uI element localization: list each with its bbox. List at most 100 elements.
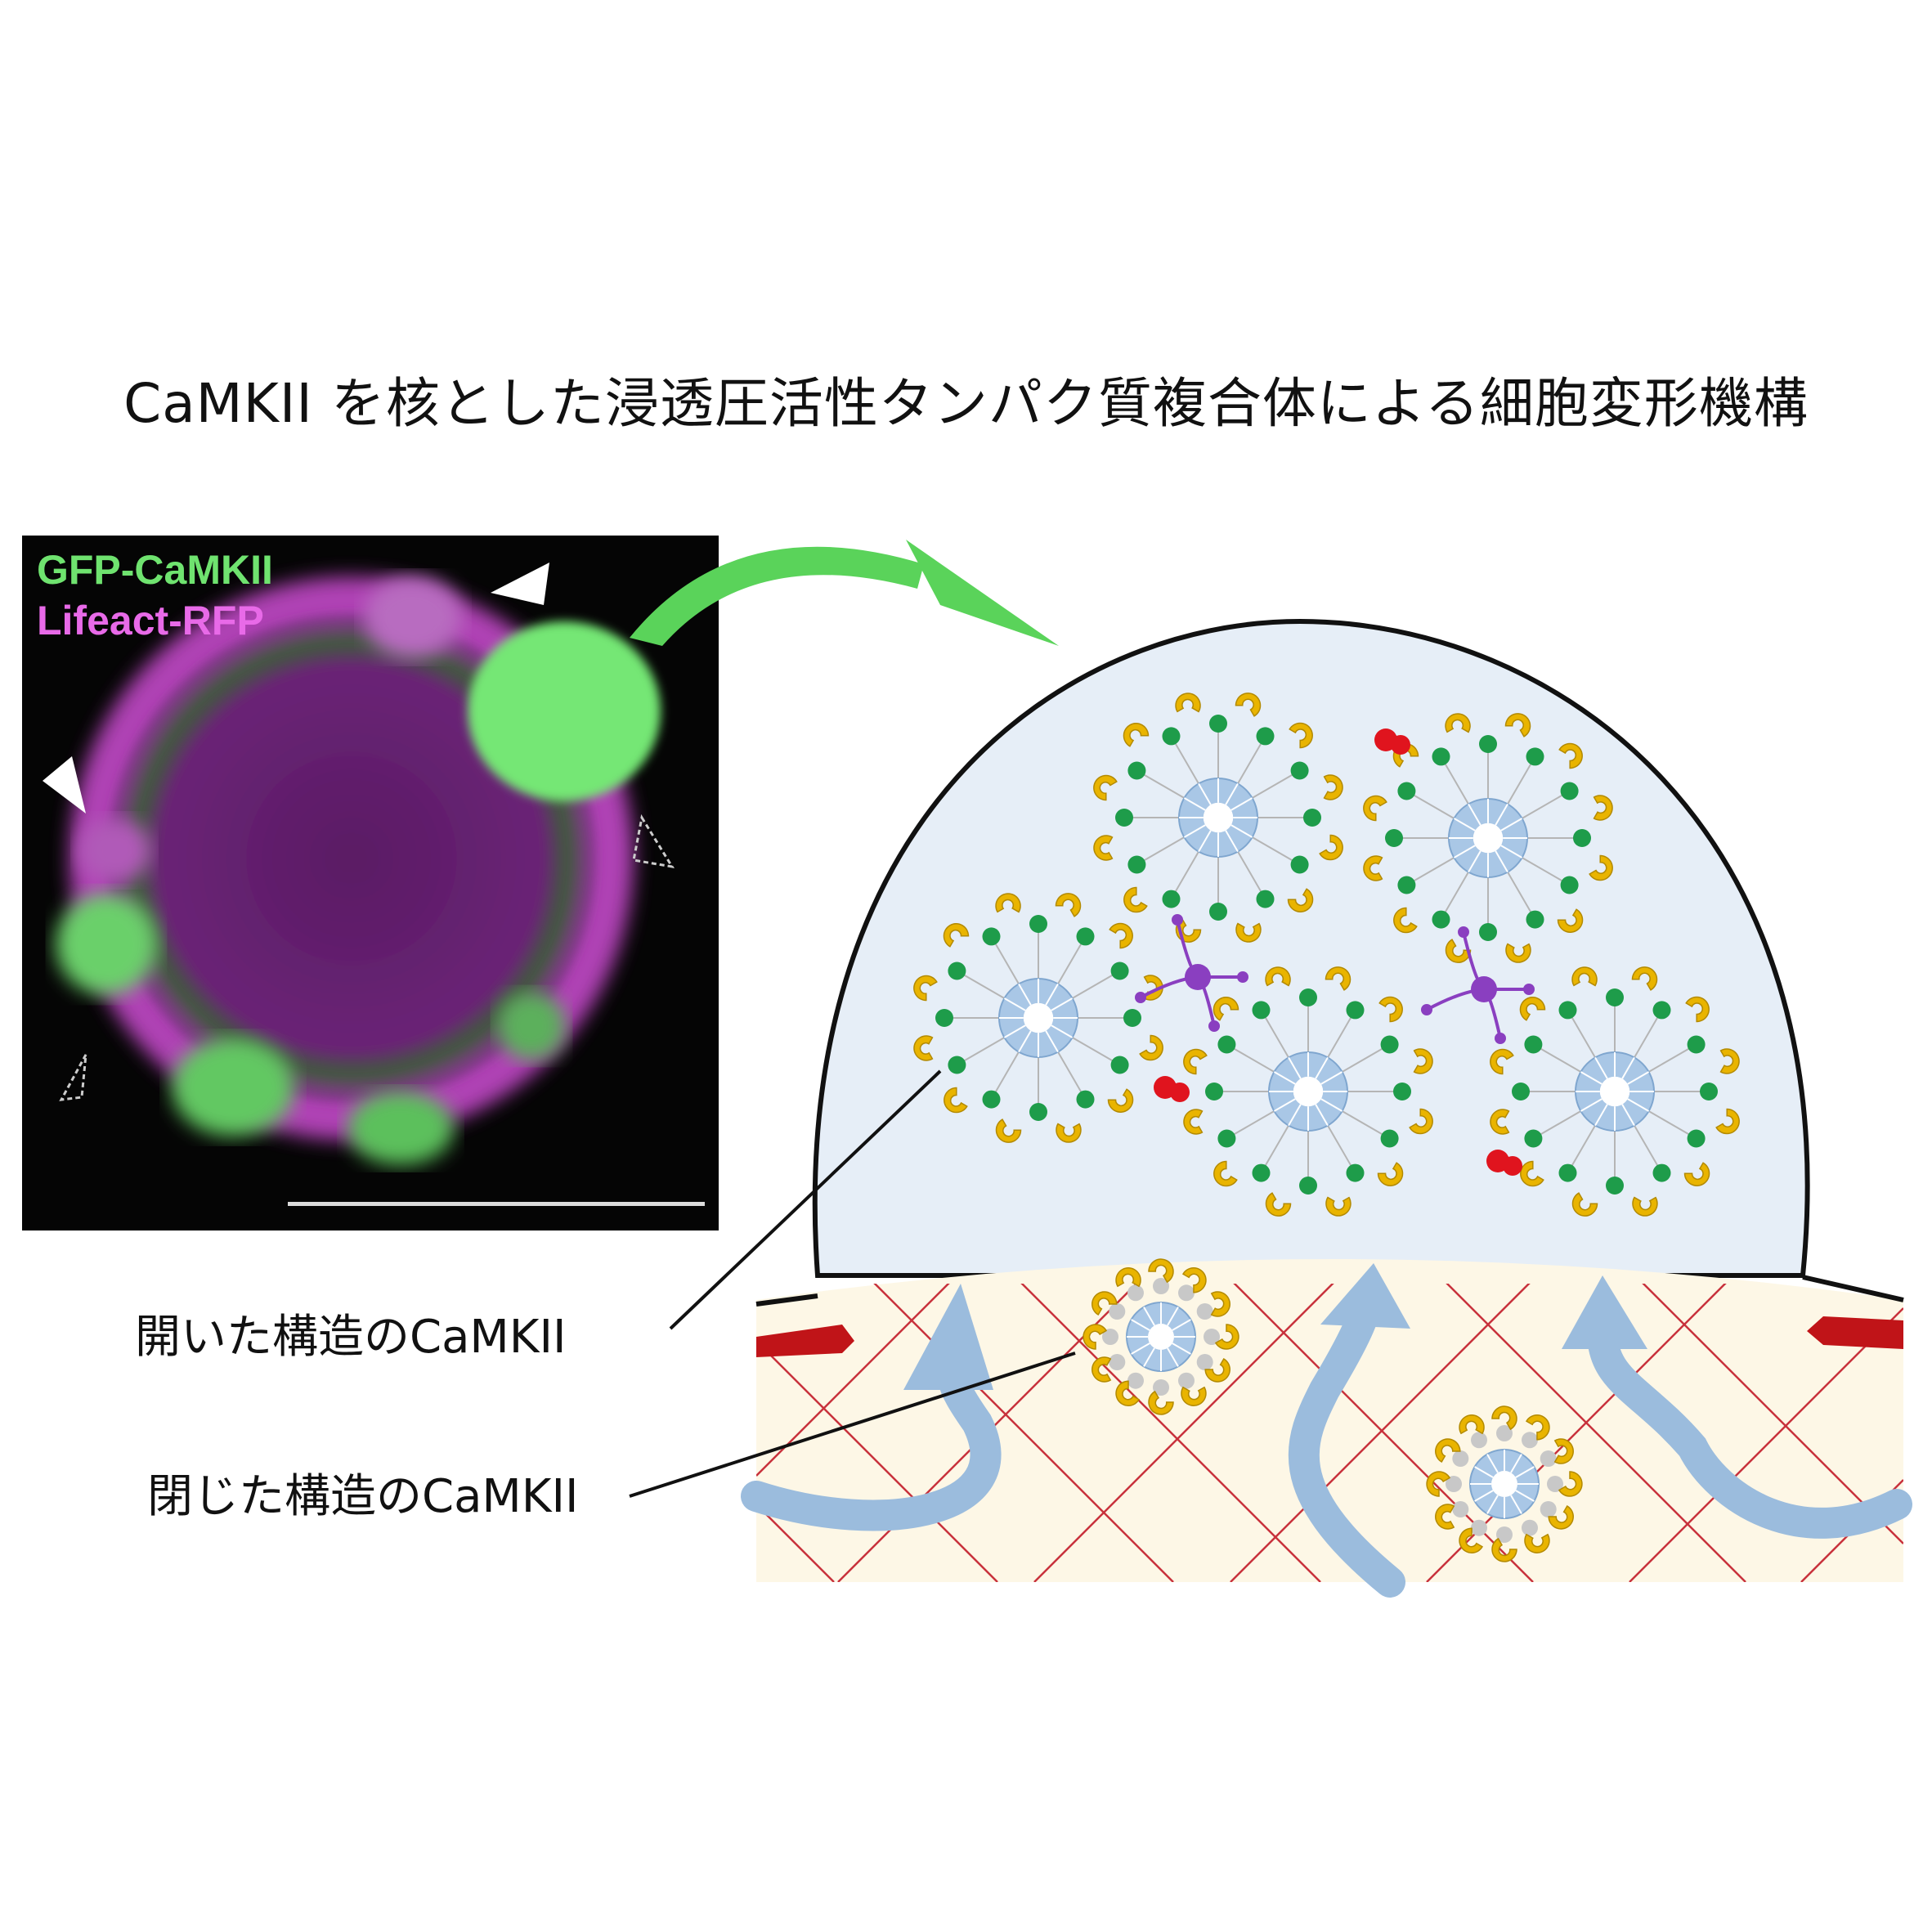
kinase-domain xyxy=(1107,1088,1134,1113)
green-bleb-left xyxy=(56,894,157,995)
kinase-domain xyxy=(1413,1048,1433,1074)
kinase-domain xyxy=(1148,1390,1174,1415)
kinase-domain xyxy=(1115,1267,1141,1288)
kinase-domain xyxy=(1323,774,1343,800)
fluorescence-micrograph xyxy=(22,536,719,1230)
calmodulin xyxy=(948,962,966,980)
kinase-domain xyxy=(1204,1357,1230,1383)
kinase-domain xyxy=(1123,723,1150,747)
calmodulin xyxy=(982,927,1001,946)
callout-closed-camkii: 閉じた構造のCaMKII xyxy=(147,1470,579,1523)
calmodulin xyxy=(1209,715,1227,733)
kinase-domain xyxy=(1378,996,1403,1023)
calmodulin xyxy=(1385,829,1403,847)
red-protein-3 xyxy=(1486,1150,1522,1176)
water-flow-arrowheads xyxy=(903,1263,1647,1390)
kinase-domain xyxy=(1139,1034,1163,1061)
leader-line-open xyxy=(669,1069,942,1330)
calmodulin xyxy=(1252,1001,1271,1020)
calmodulin xyxy=(1687,1129,1706,1148)
calmodulin xyxy=(1393,1083,1411,1100)
kinase-domain xyxy=(1524,1533,1550,1553)
kinase-domain xyxy=(1504,713,1531,737)
kinase-domain xyxy=(1115,1380,1141,1406)
calmodulin xyxy=(1652,1001,1671,1020)
calmodulin xyxy=(1123,1009,1141,1027)
kinase-domain xyxy=(1287,888,1314,912)
kinase-domain xyxy=(1490,1109,1510,1135)
kinase-domain xyxy=(1181,1267,1207,1293)
kinase-domain xyxy=(1685,996,1710,1023)
red-anchor-right xyxy=(1807,1316,1903,1349)
kinase-domain xyxy=(1505,943,1531,963)
kinase-domain xyxy=(1393,907,1418,934)
kinase-domain xyxy=(1214,1324,1239,1350)
calmodulin xyxy=(1256,890,1275,908)
kinase-domain xyxy=(1459,1414,1485,1435)
calmodulin xyxy=(1479,923,1497,941)
kinase-domain xyxy=(1148,1258,1174,1284)
kinase-domain xyxy=(1056,1123,1082,1143)
calmodulin xyxy=(1303,809,1321,827)
kinase-domain xyxy=(995,1118,1022,1143)
kinase-domain xyxy=(1183,1109,1204,1135)
open-camkii-5 xyxy=(1490,966,1740,1217)
calmodulin xyxy=(1110,1056,1129,1074)
calmodulin xyxy=(1432,910,1450,929)
kinase-domain xyxy=(1571,1192,1598,1217)
hub-center xyxy=(1148,1324,1174,1350)
calmodulin xyxy=(1209,903,1227,921)
calmodulin xyxy=(1346,1163,1365,1182)
kinase-domain xyxy=(1632,1196,1658,1217)
linker-2 xyxy=(1421,926,1535,1044)
kinase-domain xyxy=(1319,834,1343,861)
kinase-domain xyxy=(1435,1504,1455,1530)
kinase-domain xyxy=(1459,1527,1484,1553)
green-bleb-bottom-left xyxy=(172,1038,294,1136)
kinase-domain xyxy=(1589,854,1613,881)
kinase-domain xyxy=(1719,1048,1740,1074)
calmodulin xyxy=(1380,1129,1399,1148)
calmodulin xyxy=(1606,1177,1624,1195)
callout-open-camkii: 開いた構造のCaMKII xyxy=(135,1311,567,1364)
kinase-domain xyxy=(1213,997,1239,1021)
calmodulin xyxy=(1205,1083,1223,1100)
small-bleb-top xyxy=(364,576,462,658)
scale-bar xyxy=(288,1202,705,1206)
kinase-domain xyxy=(1548,1504,1574,1530)
kinase-domain xyxy=(1175,693,1201,713)
kinase-domain xyxy=(1435,1438,1461,1464)
calmodulin xyxy=(1076,927,1095,946)
arrowhead-open-right xyxy=(632,814,675,869)
open-camkii-4 xyxy=(1183,966,1433,1217)
calmodulin xyxy=(1029,1103,1047,1121)
kinase-domain xyxy=(944,1087,968,1114)
calmodulin xyxy=(1076,1090,1095,1109)
calmodulin xyxy=(1432,747,1450,766)
kinase-domain xyxy=(995,893,1021,913)
channel-label-green-text: GFP-CaMKII xyxy=(37,547,273,593)
hub-center xyxy=(1293,1076,1324,1107)
kinase-domain xyxy=(1525,1414,1550,1441)
calmodulin xyxy=(1606,988,1624,1006)
calmodulin xyxy=(1127,855,1146,874)
kinase-domain xyxy=(1083,1324,1108,1350)
calmodulin xyxy=(1526,747,1544,766)
kinase-domain xyxy=(1491,1537,1517,1562)
calmodulin xyxy=(1560,782,1579,800)
channel-label-green: GFP-CaMKII xyxy=(37,546,273,594)
closed-camkii-2 xyxy=(1426,1405,1583,1562)
bleb-membrane xyxy=(812,618,1810,1278)
small-bleb-left xyxy=(78,818,151,883)
calmodulin xyxy=(1217,1129,1236,1148)
calmodulin xyxy=(1290,761,1309,780)
kinase-domain xyxy=(1363,855,1383,881)
calmodulin xyxy=(948,1056,966,1074)
calmodulin xyxy=(1479,735,1497,753)
kinase-domain xyxy=(1571,966,1598,987)
calmodulin xyxy=(1162,727,1181,746)
linker-1 xyxy=(1135,914,1248,1032)
calmodulin xyxy=(1346,1001,1365,1020)
calmodulin xyxy=(1290,855,1309,874)
